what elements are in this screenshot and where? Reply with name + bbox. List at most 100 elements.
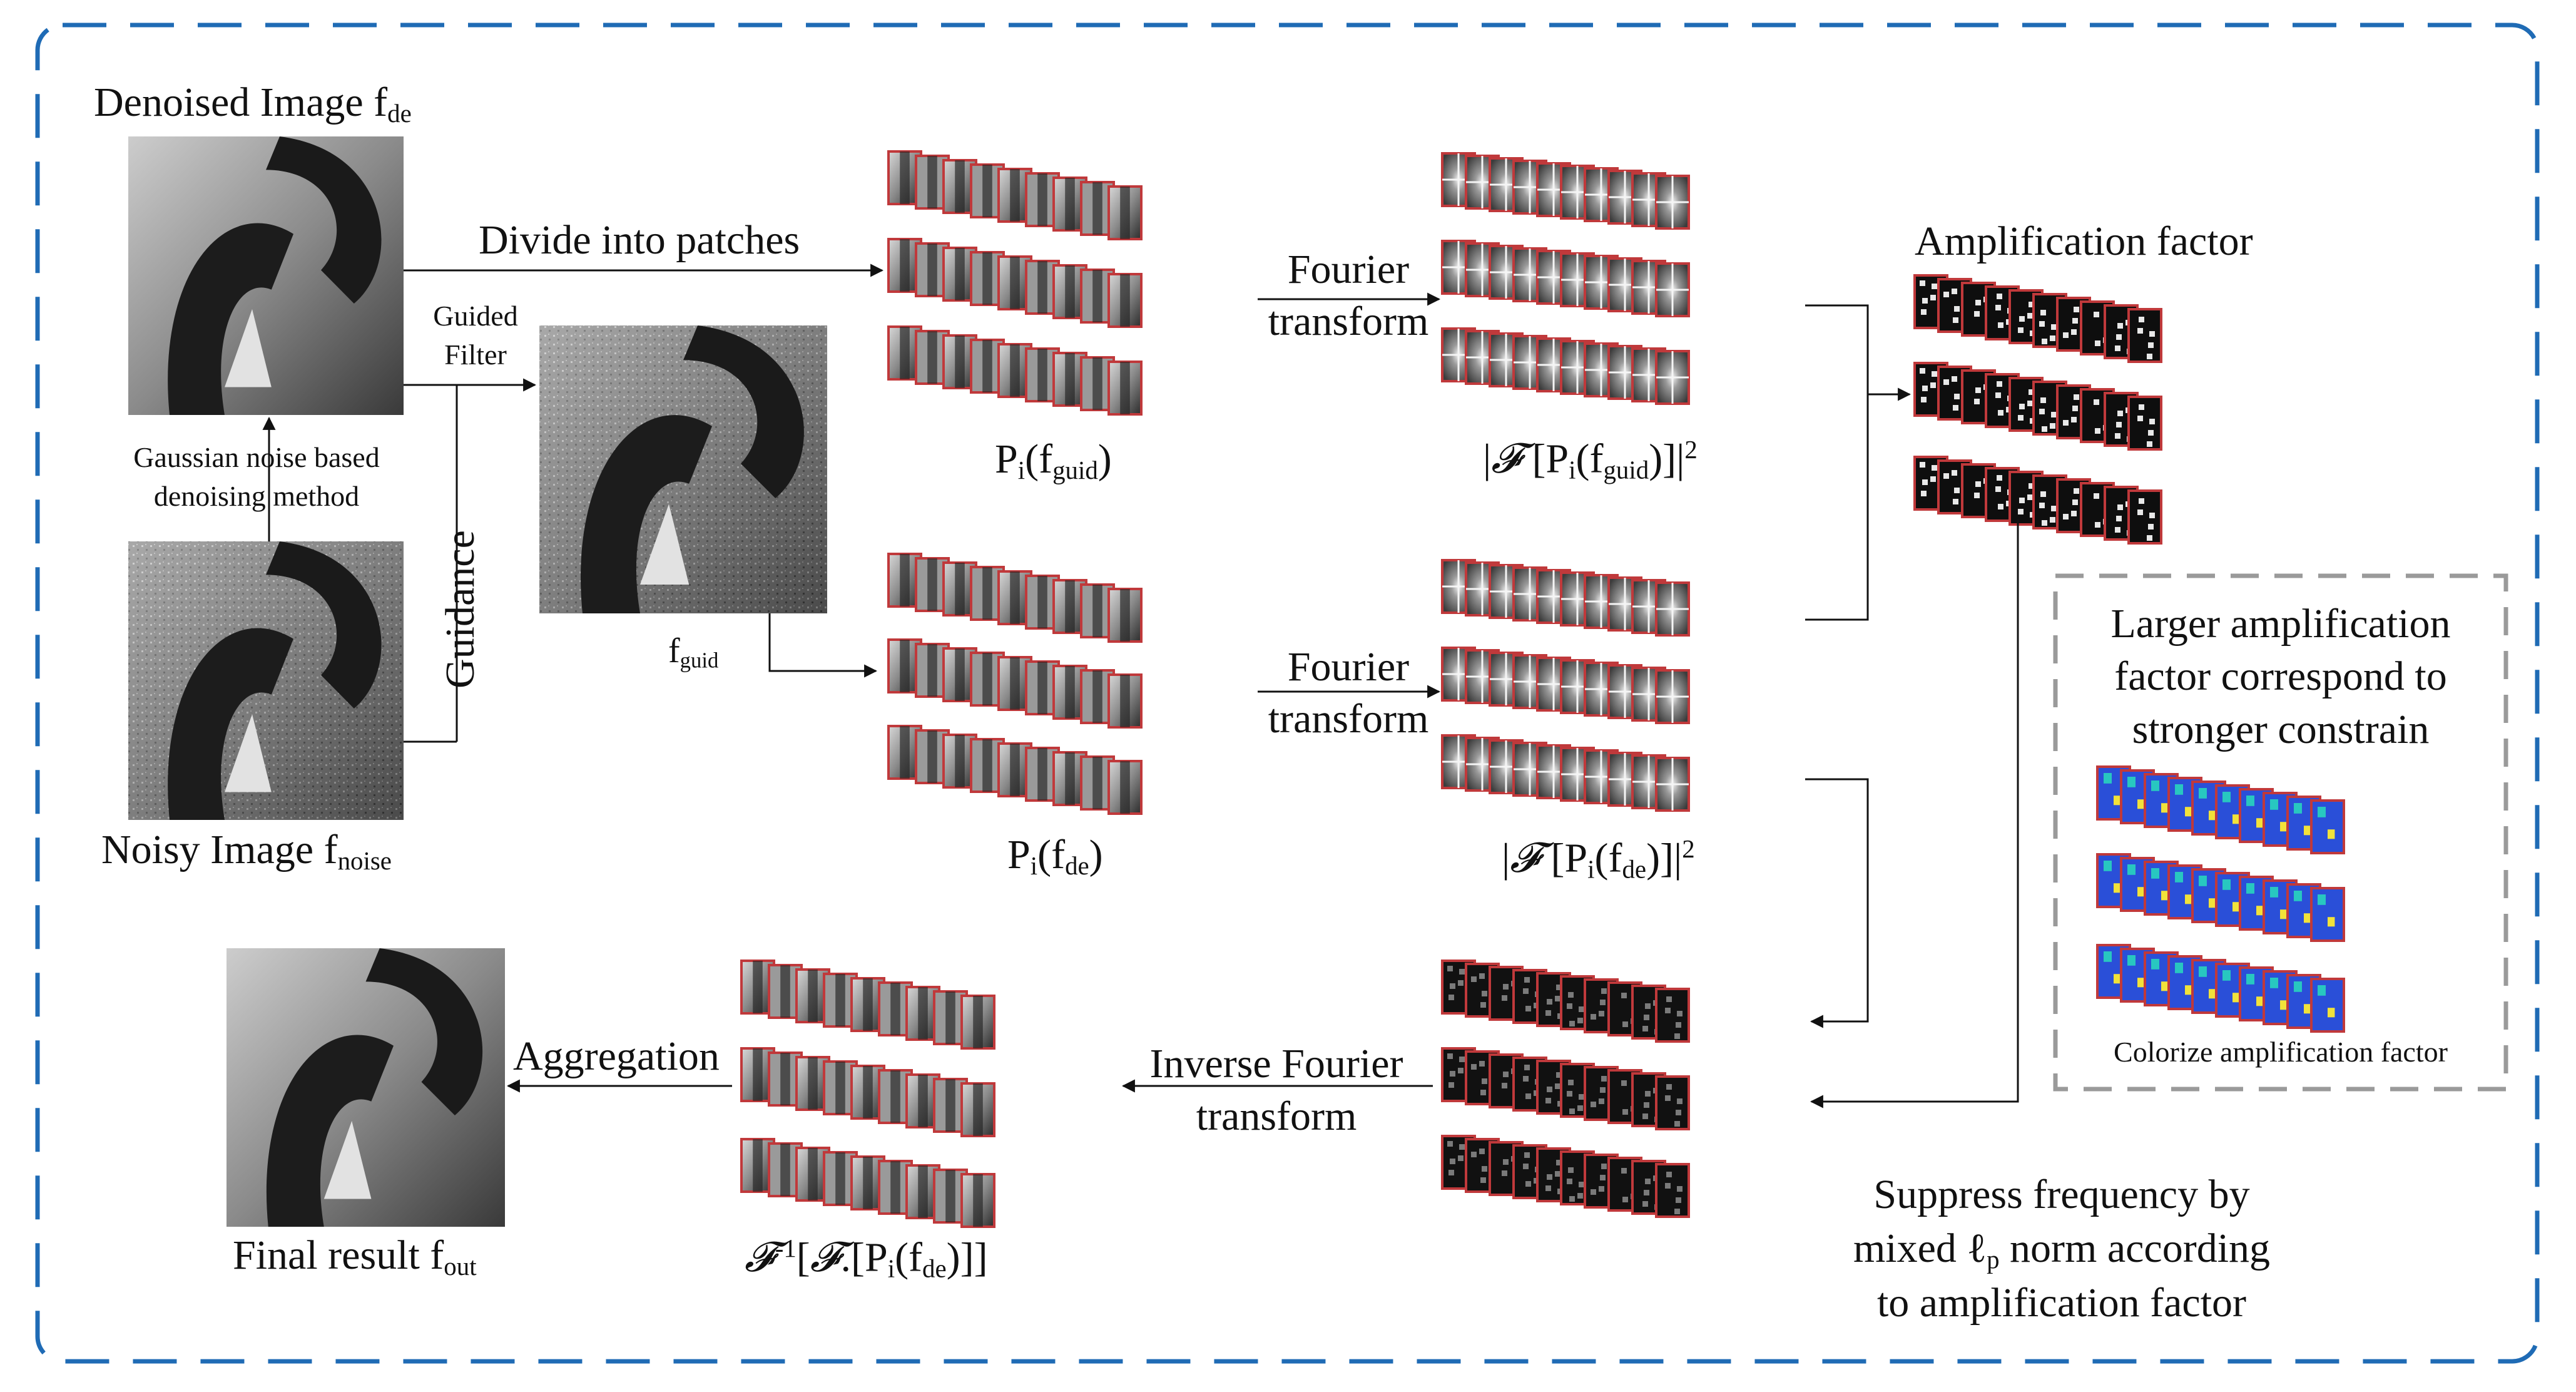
col-row-3-patch-6-hot2 — [2256, 996, 2264, 1006]
sup-row-3-patch-6-dot-4 — [1601, 1164, 1607, 1169]
col-row-2-patch-3-hot1 — [2175, 872, 2183, 883]
guided-image-glyph-b — [683, 325, 804, 498]
col-row-1 — [2096, 765, 2345, 854]
amp-row-1-patch-0-dot-3 — [1932, 284, 1937, 289]
sup-row-3-patch-2-dot-1 — [1502, 1170, 1507, 1176]
inv-row-2-patch-4-edge — [863, 1066, 873, 1118]
noisy-image — [128, 541, 404, 820]
sup-row-1-patch-5-dot-2 — [1568, 992, 1574, 998]
col-row-2-patch-4-hot2 — [2209, 898, 2216, 908]
inv-row-1-patch-2-edge — [808, 970, 818, 1022]
sup-row-1-patch-0-dot-3 — [1459, 969, 1465, 975]
sup-row-2-patch-9 — [1655, 1075, 1690, 1130]
col-row-3-patch-2-hot1 — [2151, 959, 2159, 970]
pde-row-3-patch-5-edge — [1037, 748, 1047, 801]
amp-row-2-patch-0-dot-1 — [1930, 382, 1936, 388]
amp-row-1-patch-5-dot-4 — [2042, 339, 2047, 344]
sup-row-1-patch-0-dot-0 — [1447, 966, 1453, 971]
amp-row-1-patch-8-dot-2 — [2116, 334, 2122, 340]
amp-row-3-patch-5-dot-3 — [2051, 506, 2057, 511]
pguid-row-2 — [887, 238, 1143, 328]
sup-row-2-patch-5-dot-3 — [1579, 1094, 1584, 1100]
sup-row-2-patch-0-dot-3 — [1459, 1057, 1465, 1062]
sup-row-2-patch-7-dot-1 — [1621, 1080, 1627, 1086]
col-row-2 — [2096, 853, 2345, 942]
amp-row-2-patch-7-dot-3 — [2095, 428, 2100, 434]
noisy-image-glyph-b — [266, 541, 382, 709]
sup-row-3-patch-1-dot-0 — [1479, 1149, 1485, 1154]
amp-row-3-patch-7-dot-3 — [2095, 522, 2100, 528]
final-result-label: Final result fout — [233, 1232, 477, 1281]
amp-row-1-patch-0-dot-4 — [1922, 298, 1928, 304]
inv-row-1-patch-7-edge — [945, 991, 955, 1044]
sup-row-2-patch-5-dot-0 — [1567, 1091, 1572, 1097]
denoised-image-glyph-c — [225, 309, 272, 387]
amp-row-2-patch-9 — [2127, 396, 2162, 451]
pguid-row-3-patch-4-edge — [1010, 344, 1020, 397]
inv-row-3-patch-6-edge — [918, 1165, 928, 1218]
sup-row-1-patch-5-dot-3 — [1579, 1006, 1584, 1012]
pguid-row-3-patch-3-edge — [982, 340, 992, 392]
inv-row-3 — [740, 1138, 995, 1228]
pde-row-3-patch-1-edge — [927, 730, 937, 783]
sup-row-1-patch-8-dot-2 — [1644, 1015, 1649, 1020]
sup-row-3-patch-1-dot-2 — [1480, 1177, 1486, 1183]
col-row-3-patch-0-hot2 — [2114, 974, 2121, 984]
pde-row-1-patch-6-edge — [1065, 580, 1075, 633]
pguid-row-1-patch-3-edge — [982, 165, 992, 217]
inv-row-3-patch-1-edge — [780, 1144, 790, 1196]
col-row-3-patch-9-hot1 — [2318, 985, 2326, 996]
inv-row-1-patch-8-edge — [973, 996, 983, 1048]
pde-row-1-patch-5-edge — [1037, 576, 1047, 628]
sup-row-3-patch-0-dot-0 — [1447, 1141, 1453, 1147]
sup-row-2 — [1441, 1047, 1690, 1130]
pde-row-2-patch-4-edge — [1010, 657, 1020, 710]
final-result-image — [227, 948, 505, 1227]
amp-row-1-patch-9-dot-1 — [2137, 328, 2143, 334]
amp-row-3-patch-4-dot-3 — [2019, 498, 2025, 503]
amp-row-2-patch-3-dot-4 — [1998, 410, 2003, 416]
sup-row-3-patch-7-dot-1 — [1621, 1168, 1627, 1174]
amp-row-1-patch-9-dot-0 — [2147, 354, 2152, 359]
inv-row-2-patch-5-edge — [890, 1070, 900, 1123]
amp-row-1-patch-1-dot-4 — [1954, 306, 1960, 312]
sup-row-1-patch-4-dot-1 — [1545, 1010, 1551, 1016]
amp-row-1-patch-5-dot-1 — [2050, 335, 2055, 341]
col-row-2-patch-4-hot1 — [2199, 876, 2207, 886]
bracket-spectra — [1805, 304, 1869, 621]
pde-row-2-patch-1-edge — [927, 644, 937, 697]
noisy-image-glyph-c — [225, 714, 272, 792]
amp-row-1-patch-4-dot-1 — [2018, 327, 2024, 333]
sup-row-1-patch-0-dot-1 — [1458, 980, 1464, 986]
guided-image — [539, 325, 827, 613]
sup-row-2-patch-5-dot-2 — [1568, 1080, 1574, 1085]
spectrum-guid-label: |𝓕 [Pi(fguid)]|2 — [1483, 436, 1698, 484]
sup-row-2-patch-4-dot-2 — [1556, 1072, 1562, 1078]
pde-row-2-patch-3-edge — [982, 653, 992, 705]
col-row-3-patch-1-hot2 — [2137, 978, 2145, 988]
sup-row-1-patch-9-dot-3 — [1666, 996, 1672, 1002]
amp-row-2-patch-0-dot-3 — [1932, 371, 1937, 377]
amp-row-2-patch-4-dot-0 — [2027, 401, 2033, 406]
pde-row-2-patch-8-edge — [1120, 675, 1130, 727]
p-de-label: Pi(fde) — [1007, 832, 1103, 881]
pde-row-1-patch-7-edge — [1092, 585, 1102, 637]
amp-row-2-patch-9-dot-4 — [2149, 419, 2155, 424]
amp-row-1-patch-9 — [2127, 308, 2162, 363]
fguid-label: fguid — [668, 632, 719, 673]
pde-row-2-patch-0-edge — [900, 640, 910, 692]
amp-row-3-patch-2-dot-3 — [1975, 481, 1981, 487]
amp-row-3-patch-5-dot-2 — [2040, 491, 2046, 497]
outer-dashed-frame — [35, 23, 2540, 1364]
sup-row-2-patch-0-dot-2 — [1448, 1082, 1454, 1088]
pde-row-2 — [887, 638, 1143, 729]
inv-row-2-patch-8-edge — [973, 1083, 983, 1136]
pguid-row-1 — [887, 150, 1143, 240]
sup-row-3-patch-4-dot-0 — [1555, 1171, 1560, 1177]
amp-row-2-patch-5-dot-1 — [2050, 423, 2055, 429]
amp-row-1-patch-1-dot-0 — [1952, 289, 1957, 294]
amp-row-1-patch-9-dot-4 — [2149, 331, 2155, 337]
col-row-1-patch-1-hot2 — [2137, 799, 2145, 809]
amp-row-3-patch-8-dot-4 — [2117, 504, 2123, 510]
pde-row-1 — [887, 553, 1143, 643]
